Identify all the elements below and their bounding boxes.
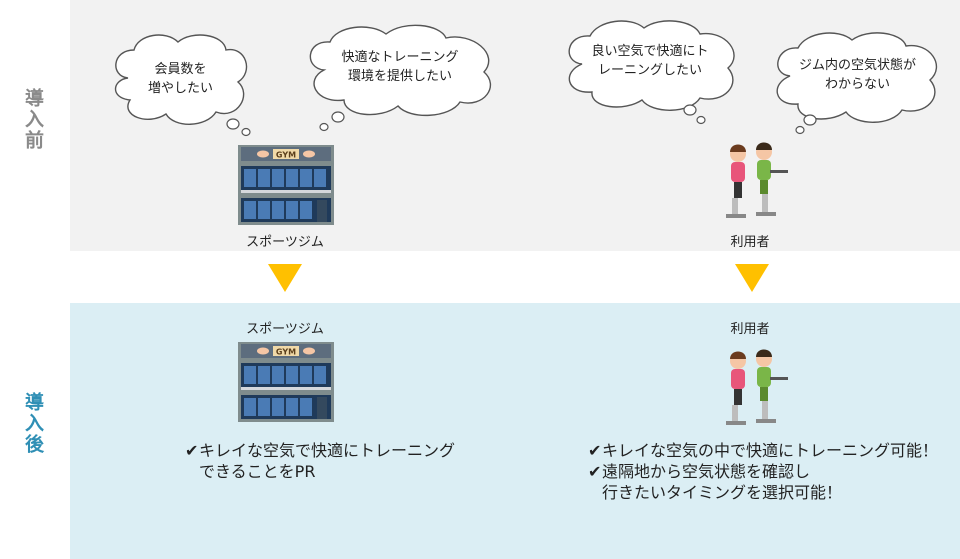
thought-bubble-good-air: 良い空気で快適にト レーニングしたい (560, 18, 740, 126)
users-on-bikes-illustration (720, 347, 790, 425)
check-icon: ✔ (588, 441, 602, 460)
thought-bubble-environment: 快適なトレーニング 環境を提供したい (300, 22, 500, 132)
after-label: 導入後 (22, 392, 44, 455)
user-label-before: 利用者 (730, 235, 770, 250)
check-icon: ✔ (588, 462, 602, 481)
cloud-shape (114, 34, 251, 137)
after-section-background (70, 303, 960, 559)
cloud-shape (568, 20, 735, 125)
user-benefits-list: ✔ キレイな空気の中で快適にトレーニング可能！ ✔ 遠隔地から空気状態を確認し … (588, 440, 958, 503)
user-label-after: 利用者 (730, 322, 770, 337)
check-icon: ✔ (185, 441, 199, 460)
gym-benefits-list: ✔ キレイな空気で快適にトレーニング できることをPR (185, 440, 505, 482)
gym-building-illustration: GYM (237, 341, 335, 423)
bubble-text: 快適なトレーニング 環境を提供したい (341, 50, 459, 84)
thought-bubble-air-unknown: ジム内の空気状態が わからない (770, 28, 945, 136)
gym-sign-text: GYM (276, 151, 296, 160)
benefit-text: キレイな空気の中で快適にトレーニング可能！ (602, 441, 939, 460)
benefit-item: ✔ 遠隔地から空気状態を確認し 行きたいタイミングを選択可能！ (588, 461, 958, 503)
cloud-shape (776, 32, 937, 135)
before-label: 導入前 (22, 88, 44, 151)
gym-label-after: スポーツジム (246, 322, 324, 337)
gym-building-illustration: GYM (237, 144, 335, 226)
benefit-item: ✔ キレイな空気の中で快適にトレーニング可能！ (588, 440, 958, 461)
benefit-item: ✔ キレイな空気で快適にトレーニング できることをPR (185, 440, 505, 482)
gym-label-before: スポーツジム (246, 235, 324, 250)
cloud-shape (309, 24, 491, 132)
down-arrow-icon (268, 264, 302, 292)
bubble-text: 会員数を 増やしたい (147, 62, 213, 96)
thought-bubble-gym-members: 会員数を 増やしたい (108, 28, 253, 137)
users-on-bikes-illustration (720, 140, 790, 218)
benefit-text: キレイな空気で快適にトレーニング できることをPR (199, 441, 456, 481)
bubble-text: 良い空気で快適にト レーニングしたい (591, 44, 709, 78)
gym-sign-text: GYM (276, 348, 296, 357)
bubble-text: ジム内の空気状態が わからない (798, 58, 916, 92)
benefit-text: 遠隔地から空気状態を確認し 行きたいタイミングを選択可能！ (602, 462, 843, 502)
down-arrow-icon (735, 264, 769, 292)
